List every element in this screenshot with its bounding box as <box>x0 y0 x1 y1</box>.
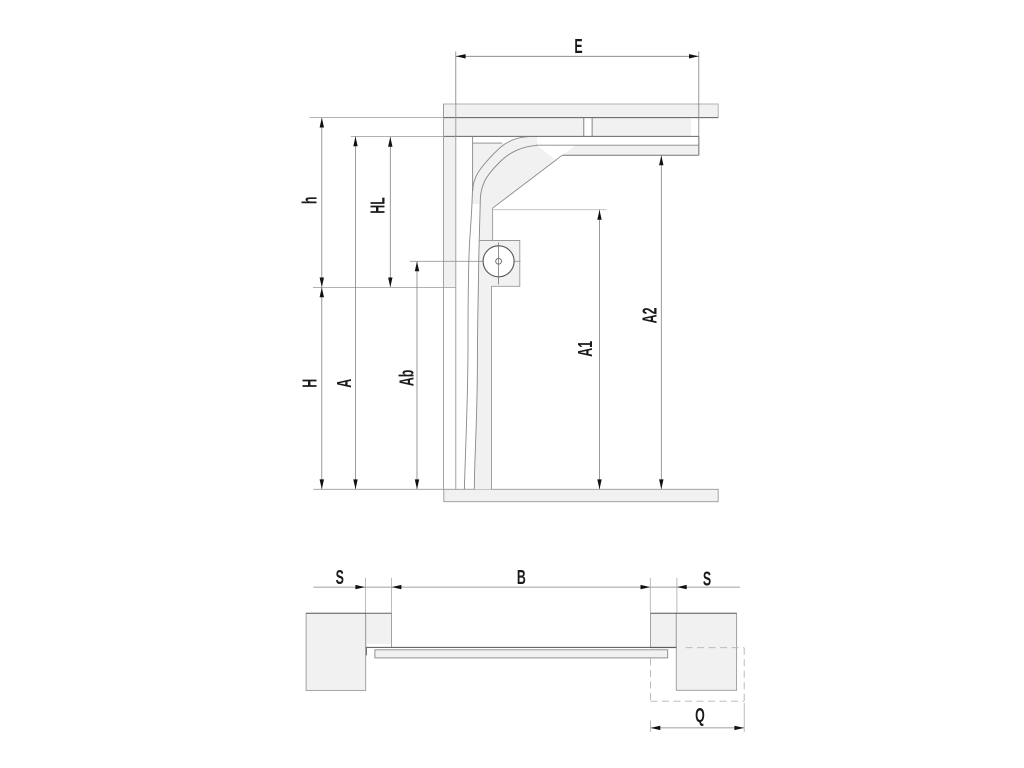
svg-text:H: H <box>298 379 321 388</box>
svg-text:S: S <box>336 566 344 589</box>
svg-text:B: B <box>517 566 526 589</box>
svg-text:HL: HL <box>366 197 389 214</box>
svg-text:A1: A1 <box>574 341 597 357</box>
svg-text:A2: A2 <box>638 307 661 323</box>
svg-text:E: E <box>574 35 582 58</box>
svg-text:S: S <box>703 567 711 590</box>
svg-text:A: A <box>333 379 356 388</box>
svg-text:Ab: Ab <box>395 370 418 387</box>
svg-text:Q: Q <box>695 704 705 727</box>
svg-text:h: h <box>298 197 321 205</box>
